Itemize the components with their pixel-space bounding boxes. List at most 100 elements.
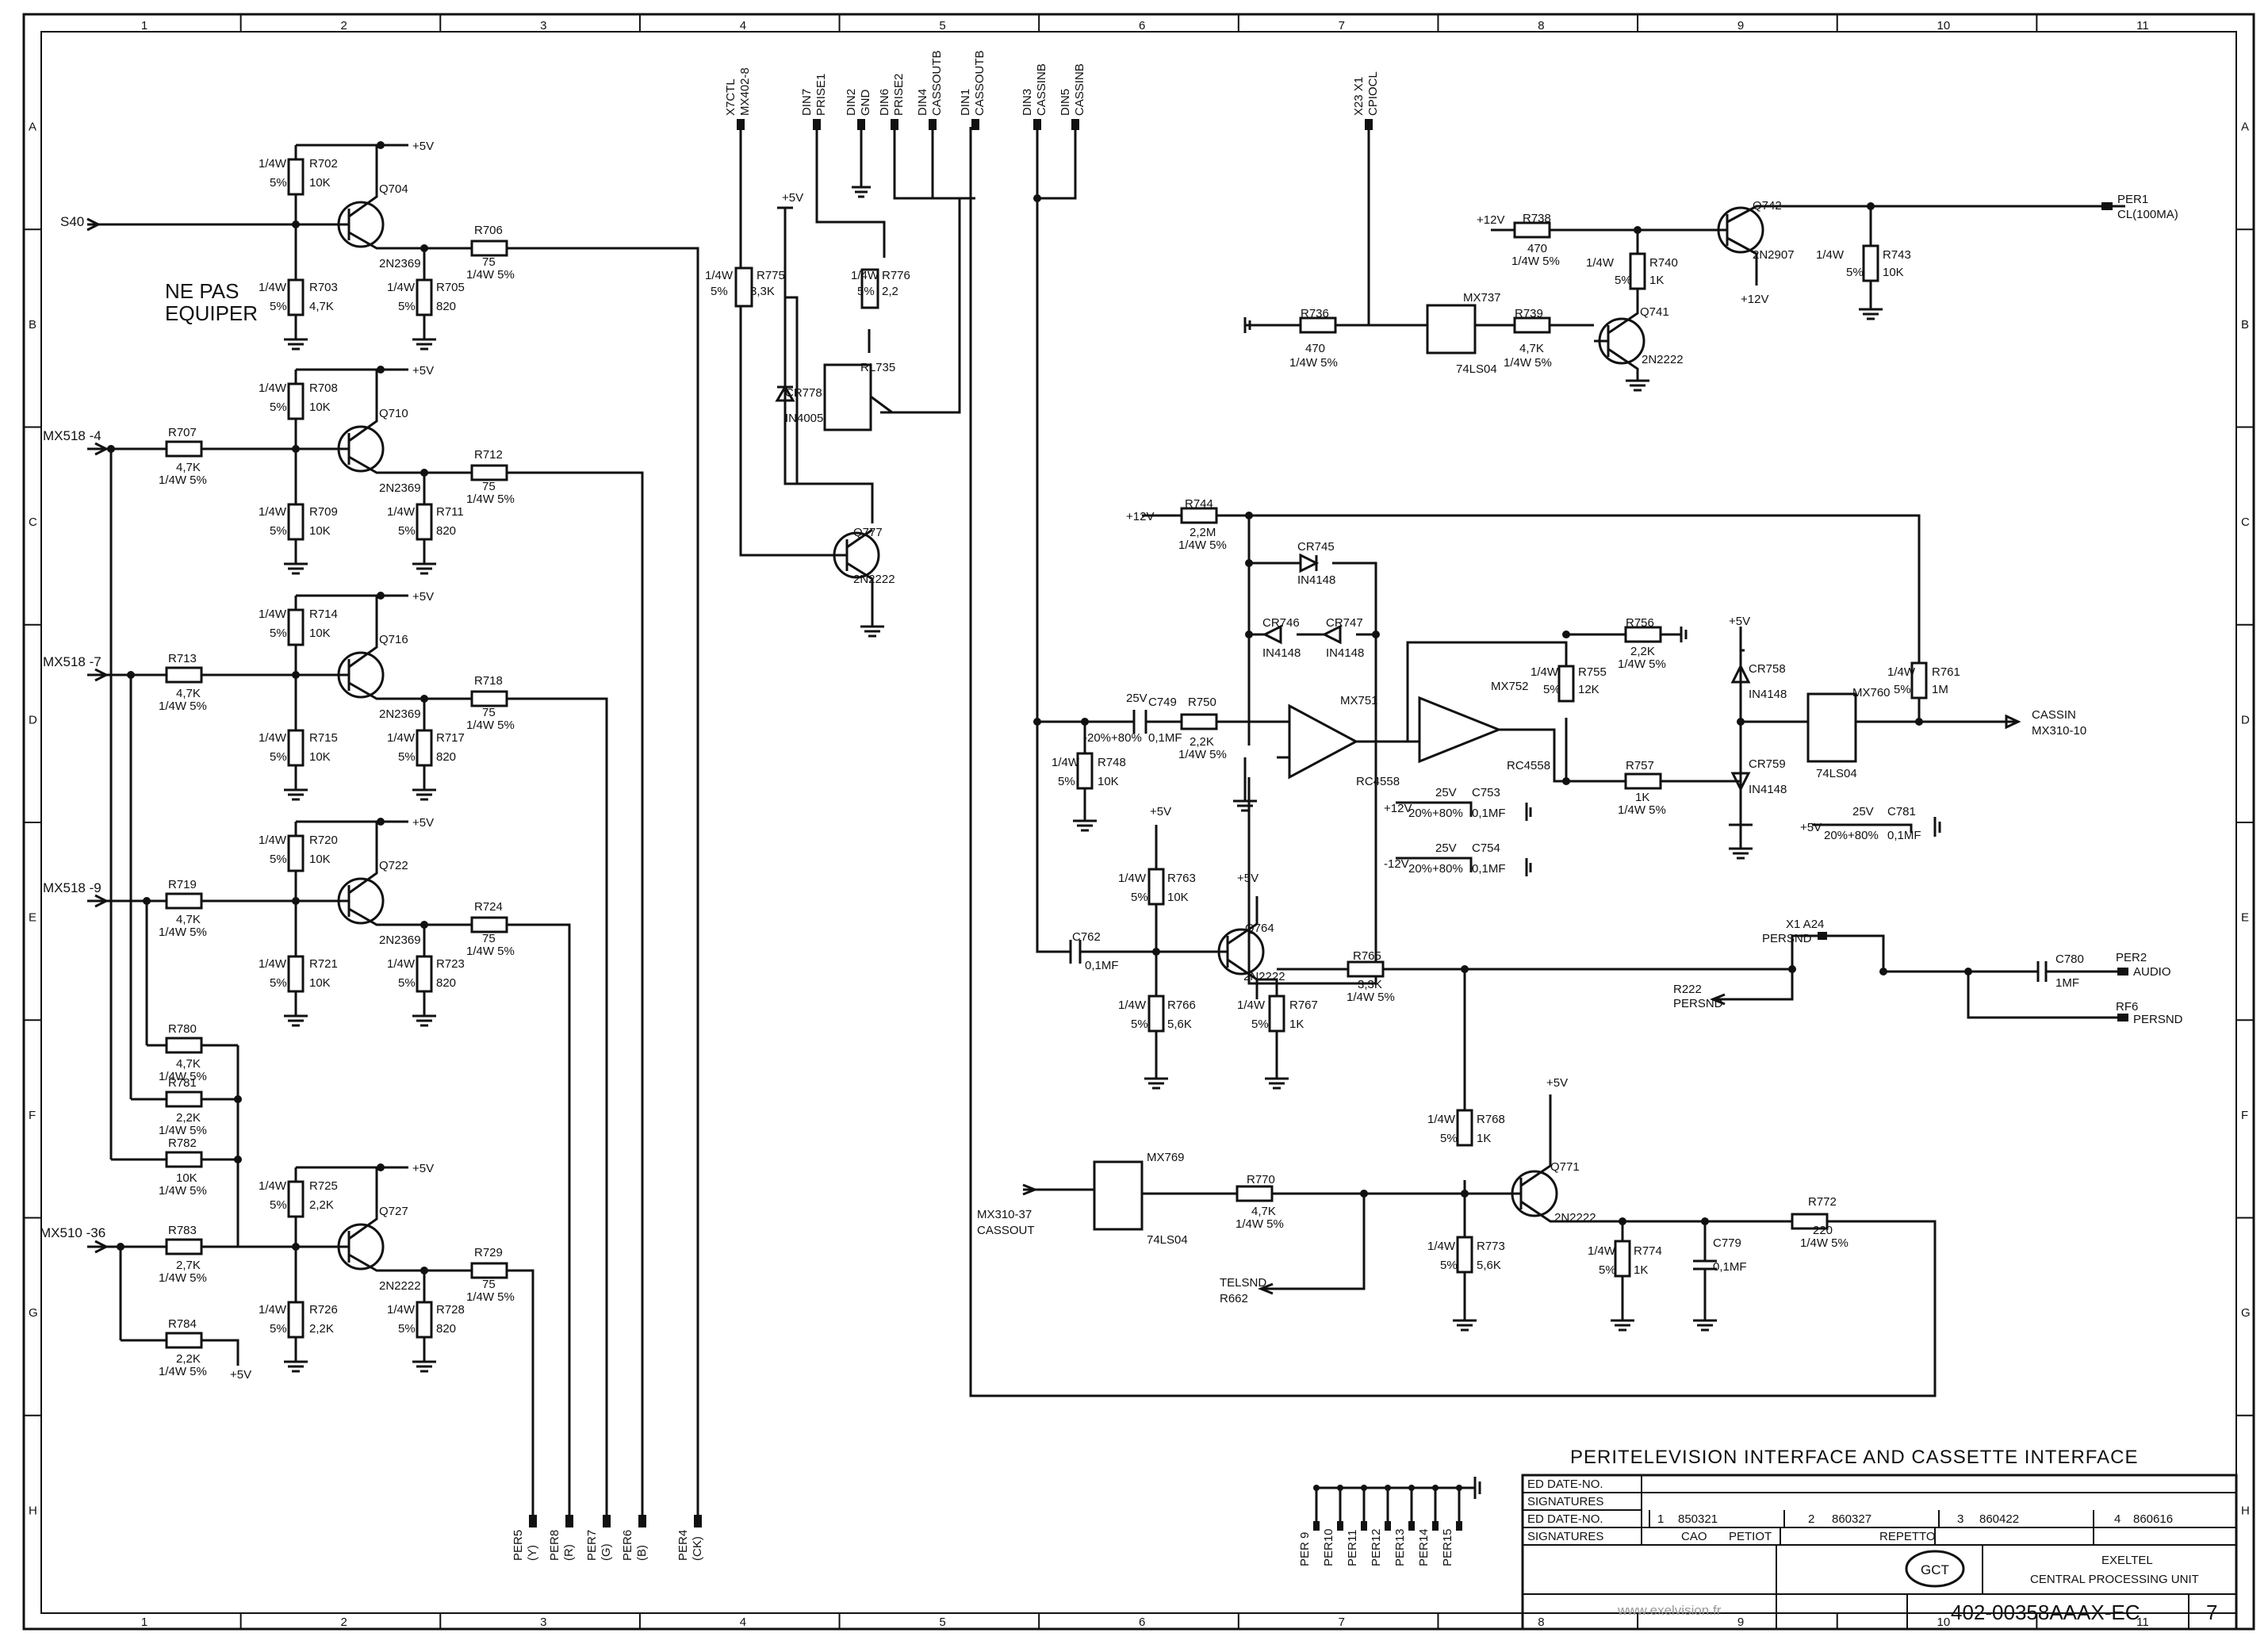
- label-R781: R781: [168, 1076, 197, 1090]
- grid-col-top-9: 9: [1737, 19, 1744, 33]
- cr778-type: IN4005: [785, 412, 823, 425]
- r767-w: 1/4W: [1237, 998, 1266, 1012]
- grid-row-right-H: H: [2241, 1504, 2250, 1517]
- r775-w: 1/4W: [705, 269, 734, 282]
- grid-row-right-B: B: [2241, 318, 2249, 332]
- r740-w: 1/4W: [1586, 256, 1615, 270]
- top-connector-2: DIN2: [845, 89, 858, 116]
- rev3-date: 860422: [1979, 1512, 2019, 1526]
- label-R717-t: 5%: [398, 750, 416, 764]
- c762-ref: C762: [1072, 930, 1101, 944]
- left-ladder: +5V1/4W5%R70210K1/4W5%R7034,7KQ7042N2369…: [86, 140, 699, 1523]
- persnd-label: PERSND: [1762, 932, 1812, 945]
- label-R718-v: 75: [482, 706, 496, 719]
- gnd-connector-2: PER11: [1346, 1530, 1359, 1566]
- bottom-connectors: PER5(Y)PER8(R)PER7(G)PER6(B)PER4(CK): [511, 1515, 704, 1561]
- q764-type: 2N2222: [1243, 970, 1285, 983]
- relay-section: 1/4W 5% R775 3,3K 1/4W 5% R776 2,2 CR778…: [705, 127, 975, 638]
- grid-row-left-E: E: [29, 911, 36, 925]
- label-R711-t: 5%: [398, 524, 416, 538]
- label-R709: R709: [309, 505, 338, 519]
- label-R714-t: 5%: [270, 627, 287, 640]
- r763-5v: +5V: [1150, 805, 1171, 818]
- cr758-5v: +5V: [1729, 615, 1750, 628]
- mx751-type: RC4558: [1356, 775, 1400, 788]
- input-mx518-4: MX518 -4: [43, 428, 102, 443]
- q771-ref: Q771: [1550, 1160, 1580, 1174]
- per2-sub: AUDIO: [2133, 965, 2171, 979]
- mx737-type: 74LS04: [1456, 362, 1497, 376]
- label-R714-v: 10K: [309, 627, 331, 640]
- r774-ref: R774: [1634, 1244, 1662, 1258]
- r736-ref: R736: [1301, 307, 1329, 320]
- r768-t: 5%: [1440, 1132, 1458, 1145]
- mx752-ref: MX752: [1491, 680, 1529, 693]
- grid-col-bottom-4: 4: [740, 1616, 746, 1629]
- r768-val: 1K: [1477, 1132, 1491, 1145]
- r763-t: 5%: [1131, 891, 1148, 904]
- top-connector-5: DIN1: [959, 89, 972, 116]
- r770-val: 4,7K: [1251, 1205, 1276, 1218]
- label-R729-v: 75: [482, 1278, 496, 1291]
- rev3-ed: 3: [1957, 1512, 1963, 1526]
- resistor-R784: [165, 1332, 203, 1349]
- r757-val: 1K: [1635, 791, 1649, 804]
- grid-col-top-7: 7: [1339, 19, 1345, 33]
- resistor-R720: [287, 834, 305, 872]
- note-line-2: EQUIPER: [165, 301, 258, 325]
- label-R702: R702: [309, 157, 338, 171]
- grid-row-right-G: G: [2241, 1306, 2251, 1320]
- gnd-connector-3: PER12: [1370, 1528, 1383, 1566]
- signatures-header-2: SIGNATURES: [1527, 1530, 1603, 1543]
- grid-col-bottom-2: 2: [340, 1616, 347, 1629]
- r755-ref: R755: [1578, 665, 1607, 679]
- label-R705-v: 820: [436, 300, 456, 313]
- connector-PER7: PER7: [585, 1530, 599, 1561]
- connector-PER6: PER6: [621, 1530, 634, 1561]
- label-R728: R728: [436, 1303, 465, 1317]
- r763-w: 1/4W: [1118, 872, 1147, 885]
- label-R712-t: 1/4W 5%: [466, 493, 515, 506]
- label-R712-v: 75: [482, 480, 496, 493]
- grid-col-bottom-8: 8: [1538, 1616, 1544, 1629]
- r748-w: 1/4W: [1052, 756, 1080, 769]
- label-R721-v: 10K: [309, 976, 331, 990]
- c754-12v: -12V: [1384, 857, 1409, 871]
- c753-ref: C753: [1472, 786, 1500, 799]
- resistor-R705: [416, 278, 433, 316]
- q777-ref: Q777: [853, 526, 883, 539]
- resistor-R712: [470, 464, 508, 481]
- company-name: EXELTEL: [2101, 1554, 2153, 1567]
- r744-val: 2,2M: [1190, 526, 1216, 539]
- grid-col-bottom-6: 6: [1139, 1616, 1145, 1629]
- label-R709-w: 1/4W: [259, 505, 287, 519]
- r740-val: 1K: [1649, 274, 1664, 287]
- r750-tol: 1/4W 5%: [1178, 748, 1227, 761]
- gnd-pin-5: [1432, 1521, 1439, 1531]
- q777-type: 2N2222: [853, 573, 895, 586]
- stage-3-5v: +5V: [412, 590, 434, 604]
- label-R720-v: 10K: [309, 853, 331, 866]
- r748-val: 10K: [1098, 775, 1119, 788]
- top-connector-4-sub: CASSOUTB: [930, 50, 944, 116]
- rev3-sig: REPETTO: [1879, 1530, 1936, 1543]
- r761-w: 1/4W: [1887, 665, 1916, 679]
- grid-row-left-A: A: [29, 121, 36, 134]
- r736-tol: 1/4W 5%: [1289, 356, 1338, 370]
- top-connector-0: X7CTL: [724, 79, 737, 116]
- label-R781-t: 1/4W 5%: [159, 1124, 207, 1137]
- grid-row-left-C: C: [29, 516, 37, 529]
- grid-col-bottom-7: 7: [1339, 1616, 1345, 1629]
- r738-val: 470: [1527, 242, 1547, 255]
- c753-val: 0,1MF: [1472, 807, 1506, 820]
- r784-5v: +5V: [230, 1368, 251, 1382]
- label-R705-w: 1/4W: [387, 281, 416, 294]
- cr758-ref: CR758: [1749, 662, 1786, 676]
- signatures-header: SIGNATURES: [1527, 1495, 1603, 1508]
- r748-ref: R748: [1098, 756, 1126, 769]
- connector-PER4: PER4: [676, 1530, 690, 1561]
- ladder-stage-5: +5V1/4W5%R7252,2K1/4W5%R7262,2KQ7272N222…: [87, 1162, 534, 1523]
- r772-ref: R772: [1808, 1195, 1837, 1209]
- label-R702-v: 10K: [309, 176, 331, 190]
